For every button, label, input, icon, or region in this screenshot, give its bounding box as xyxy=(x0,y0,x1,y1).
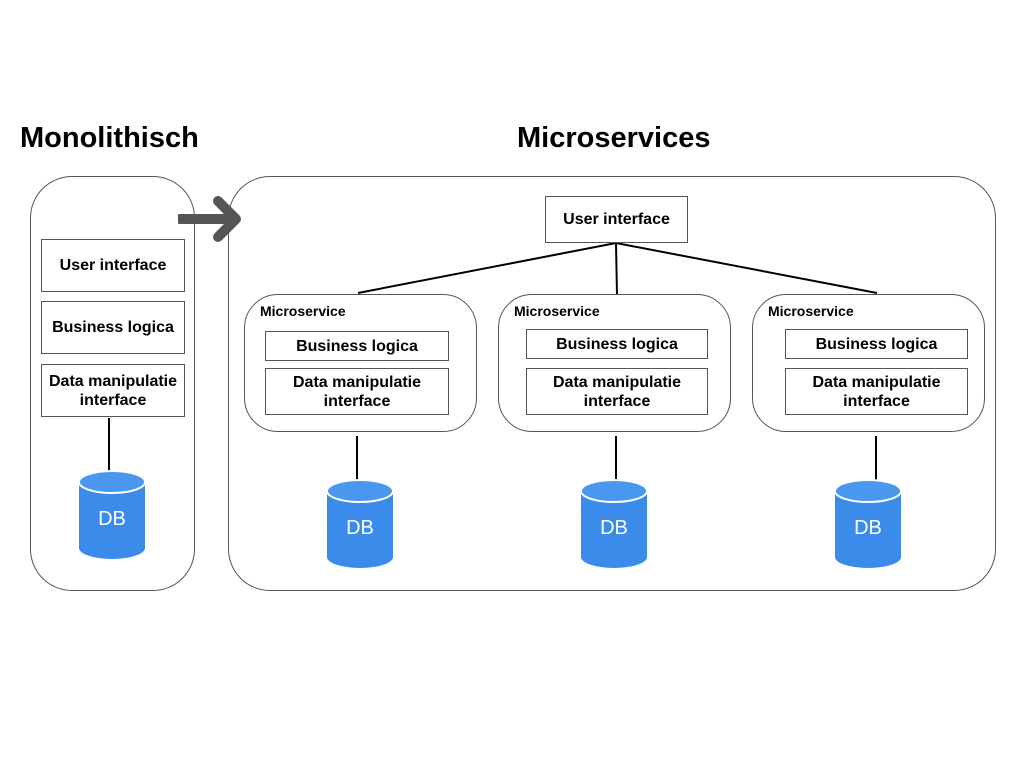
monolith-panel xyxy=(30,176,195,591)
monolith-data-interface-line1: Data manipulatie xyxy=(48,372,178,390)
monolith-business-logic-label: Business logica xyxy=(52,319,174,336)
microservice-db-connector xyxy=(875,436,877,482)
microservice-database-icon: DB xyxy=(327,479,393,568)
microservice-business-logic-box: Business logica xyxy=(526,329,708,359)
monolith-user-interface-box: User interface xyxy=(41,239,185,292)
microservice-label: Microservice xyxy=(768,303,854,319)
microservice-business-logic-label: Business logica xyxy=(815,335,938,353)
microservices-user-interface-label: User interface xyxy=(563,211,670,228)
monolith-db-label: DB xyxy=(98,508,126,530)
microservice-data-interface-box: Data manipulatie interface xyxy=(265,368,449,415)
monolith-title: Monolithisch xyxy=(20,122,199,154)
microservice-database-icon: DB xyxy=(581,479,647,568)
monolith-data-interface-line2: interface xyxy=(79,391,147,409)
monolith-db-connector xyxy=(108,418,110,474)
microservice-database-icon: DB xyxy=(835,479,901,568)
microservice-label: Microservice xyxy=(260,303,346,319)
microservice-data-interface-box: Data manipulatie interface xyxy=(785,368,968,415)
microservices-user-interface-box: User interface xyxy=(545,196,688,243)
microservice-data-interface-line1: Data manipulatie xyxy=(812,373,941,391)
microservice-data-interface-line1: Data manipulatie xyxy=(292,373,422,391)
monolith-user-interface-label: User interface xyxy=(59,257,167,274)
monolith-data-interface-box: Data manipulatie interface xyxy=(41,364,185,417)
microservice-data-interface-line2: interface xyxy=(843,392,910,410)
microservice-data-interface-line1: Data manipulatie xyxy=(552,373,682,391)
microservice-business-logic-box: Business logica xyxy=(785,329,968,359)
microservice-business-logic-label: Business logica xyxy=(296,337,418,355)
microservice-db-connector xyxy=(356,436,358,482)
microservice-label: Microservice xyxy=(514,303,600,319)
microservice-data-interface-line2: interface xyxy=(323,392,391,410)
microservice-data-interface-line2: interface xyxy=(583,392,651,410)
microservices-panel xyxy=(228,176,996,591)
microservice-db-label: DB xyxy=(854,517,882,539)
microservice-db-connector xyxy=(615,436,617,482)
microservice-db-label: DB xyxy=(346,517,374,539)
microservice-data-interface-box: Data manipulatie interface xyxy=(526,368,708,415)
microservice-business-logic-label: Business logica xyxy=(556,335,678,353)
monolith-business-logic-box: Business logica xyxy=(41,301,185,354)
microservice-business-logic-box: Business logica xyxy=(265,331,449,361)
microservices-title: Microservices xyxy=(517,122,711,154)
monolith-database-icon: DB xyxy=(79,470,145,559)
arrow-right-icon xyxy=(178,196,241,242)
microservice-db-label: DB xyxy=(600,517,628,539)
